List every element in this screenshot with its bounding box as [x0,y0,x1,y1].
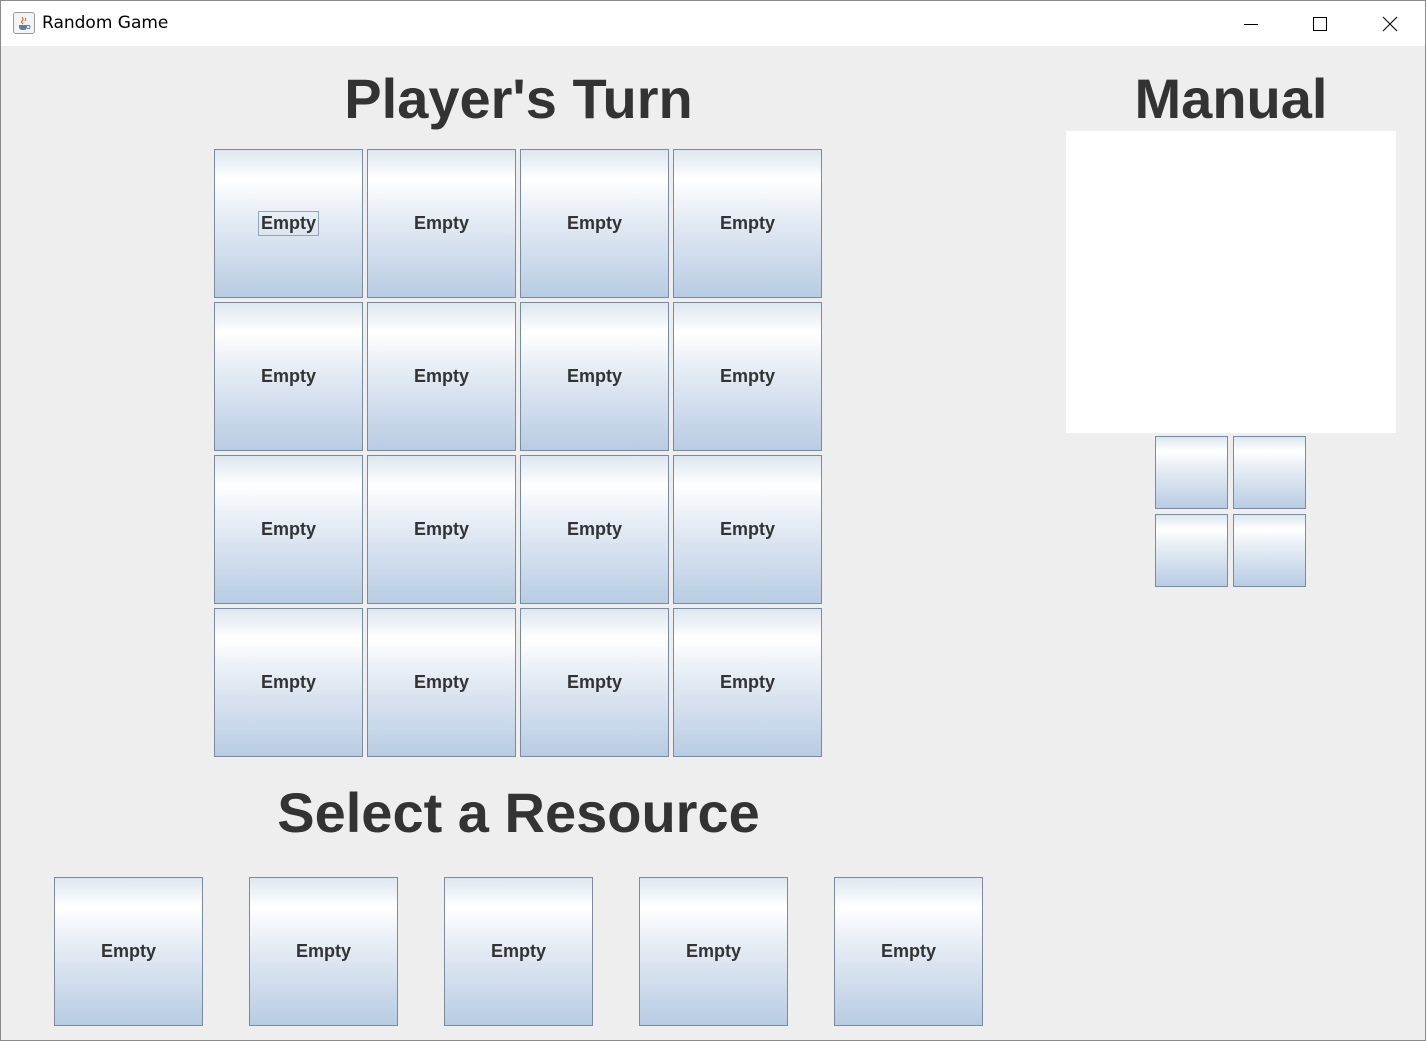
maximize-icon [1313,16,1327,31]
board-cell-label: Empty [719,519,775,539]
board-cell-1-1[interactable]: Empty [367,302,516,451]
title-bar[interactable]: Random Game [1,1,1425,46]
resource-button-0[interactable]: Empty [54,877,203,1026]
board-cell-label: Empty [566,519,622,539]
manual-heading: Manual [1134,67,1328,130]
manual-preview-cell-1[interactable] [1233,436,1306,509]
board-cell-2-0[interactable]: Empty [214,455,363,604]
board-cell-label: Empty [413,519,469,539]
board-cell-1-3[interactable]: Empty [673,302,822,451]
resource-heading: Select a Resource [277,781,760,844]
board-cell-0-1[interactable]: Empty [367,149,516,298]
board-cell-label: Empty [566,366,622,386]
board-cell-0-3[interactable]: Empty [673,149,822,298]
resource-button-1[interactable]: Empty [249,877,398,1026]
board-cell-label: Empty [413,672,469,692]
window-title: Random Game [42,13,169,33]
board-cell-label: Empty [260,366,316,386]
minimize-icon [1244,23,1258,25]
board-cell-label: Empty [566,213,622,233]
board-cell-0-0[interactable]: Empty [214,149,363,298]
resource-label: Empty [295,941,351,961]
board-cell-2-2[interactable]: Empty [520,455,669,604]
board-cell-label: Empty [566,672,622,692]
board-cell-0-2[interactable]: Empty [520,149,669,298]
close-button[interactable] [1355,1,1425,46]
board-cell-2-1[interactable]: Empty [367,455,516,604]
manual-panel [1066,131,1396,433]
board-cell-1-2[interactable]: Empty [520,302,669,451]
manual-preview-cell-2[interactable] [1155,514,1228,587]
board-cell-label: Empty [719,366,775,386]
board-cell-label: Empty [719,672,775,692]
board-cell-3-1[interactable]: Empty [367,608,516,757]
manual-preview-cell-0[interactable] [1155,436,1228,509]
resource-label: Empty [685,941,741,961]
minimize-button[interactable] [1216,1,1286,46]
board-cell-label: Empty [413,213,469,233]
board-cell-3-0[interactable]: Empty [214,608,363,757]
resource-label: Empty [100,941,156,961]
board-cell-label: Empty [257,211,319,236]
board-cell-1-0[interactable]: Empty [214,302,363,451]
board-cell-label: Empty [719,213,775,233]
board-cell-label: Empty [260,519,316,539]
resource-button-4[interactable]: Empty [834,877,983,1026]
java-coffee-cup-icon [13,12,35,34]
resource-label: Empty [880,941,936,961]
board-cell-3-2[interactable]: Empty [520,608,669,757]
board-cell-3-3[interactable]: Empty [673,608,822,757]
resource-button-2[interactable]: Empty [444,877,593,1026]
turn-heading: Player's Turn [344,67,693,130]
board-cell-2-3[interactable]: Empty [673,455,822,604]
maximize-button[interactable] [1285,1,1355,46]
board-cell-label: Empty [260,672,316,692]
resource-button-3[interactable]: Empty [639,877,788,1026]
close-icon [1382,16,1398,31]
resource-label: Empty [490,941,546,961]
manual-preview-cell-3[interactable] [1233,514,1306,587]
board-cell-label: Empty [413,366,469,386]
